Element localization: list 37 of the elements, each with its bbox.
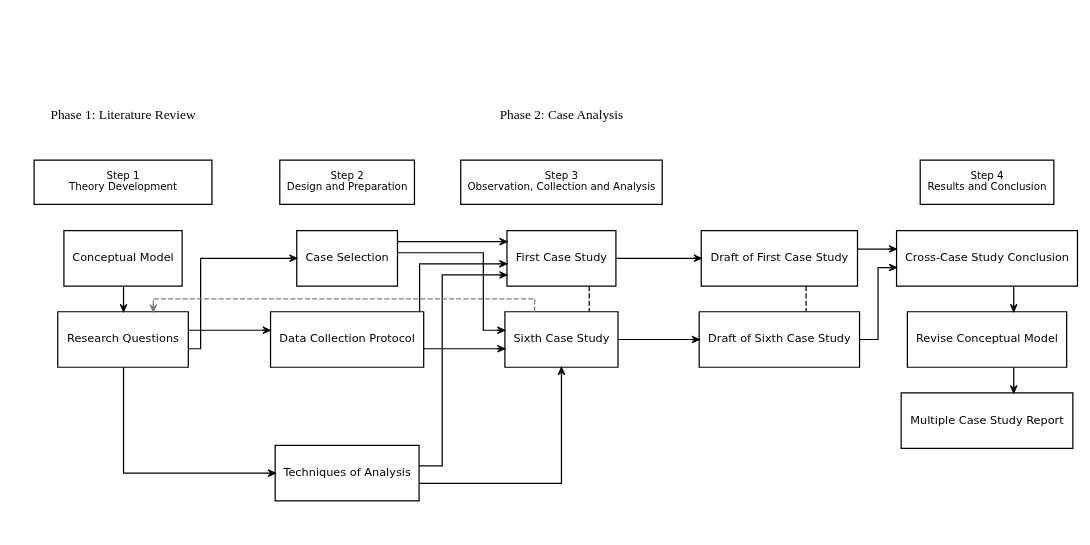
arrow <box>1009 285 1018 313</box>
arrow <box>397 237 508 246</box>
label: Phase 2: Case Analysis <box>499 106 624 122</box>
connector <box>805 285 807 313</box>
arrow <box>859 263 898 341</box>
node-box: Step 1 Theory Development <box>33 159 213 205</box>
node-box: Draft of First Case Study <box>700 229 859 287</box>
arrow <box>1009 366 1018 394</box>
node-box: Case Selection <box>296 229 399 287</box>
arrow <box>418 366 566 485</box>
arrow <box>423 344 506 353</box>
node-box: Draft of Sixth Case Study <box>698 311 861 368</box>
arrow <box>418 271 508 467</box>
node-box: Techniques of Analysis <box>274 444 420 502</box>
node-box: Step 3 Observation, Collection and Analysis <box>460 159 663 205</box>
arrow <box>119 285 128 313</box>
arrow <box>187 326 271 335</box>
connector <box>588 285 590 313</box>
arrow <box>187 254 298 350</box>
node-box: First Case Study <box>506 229 617 287</box>
arrow <box>418 260 508 312</box>
node-box: Revise Conceptual Model <box>906 311 1068 368</box>
arrow <box>397 252 506 335</box>
node-box: Multiple Case Study Report <box>900 392 1074 450</box>
arrow <box>615 254 702 263</box>
arrow <box>617 335 700 344</box>
arrow <box>122 366 276 477</box>
arrow <box>856 245 897 253</box>
node-box: Research Questions <box>57 311 189 368</box>
node-box: Conceptual Model <box>63 229 183 287</box>
label: Phase 1: Literature Review <box>50 106 196 122</box>
node-box: Cross-Case Study Conclusion <box>895 229 1079 287</box>
arrow <box>149 298 536 313</box>
node-box: Sixth Case Study <box>504 311 619 368</box>
node-box: Step 2 Design and Preparation <box>279 159 416 205</box>
node-box: Data Collection Protocol <box>269 311 425 368</box>
node-box: Step 4 Results and Conclusion <box>919 159 1055 205</box>
